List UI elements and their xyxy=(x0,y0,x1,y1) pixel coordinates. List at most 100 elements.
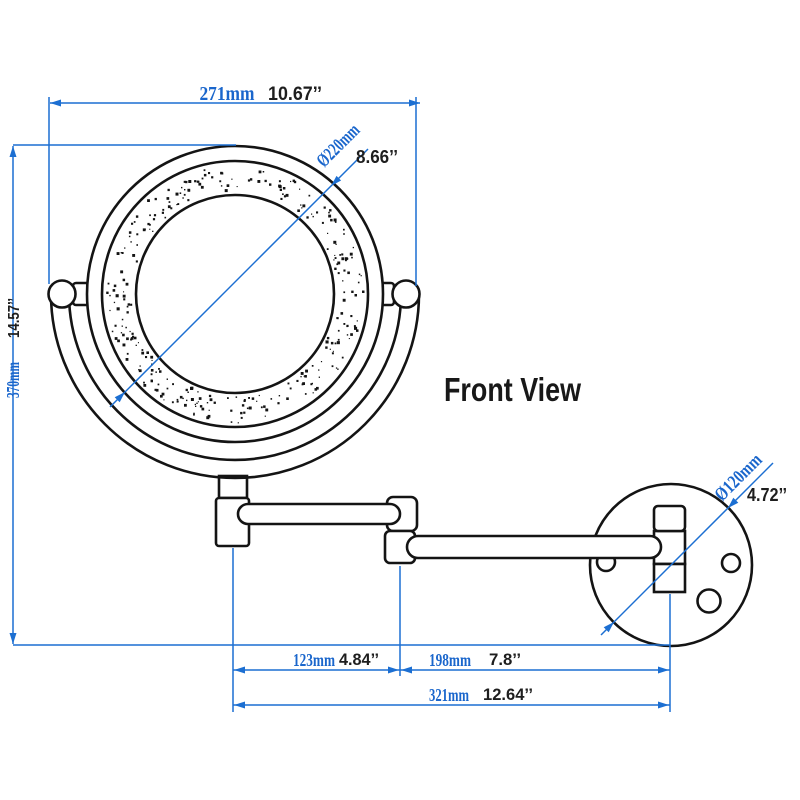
led-speckle-dot xyxy=(143,381,145,384)
led-speckle-dot xyxy=(357,281,360,284)
led-speckle-dot xyxy=(150,379,153,383)
led-speckle-dot xyxy=(314,388,318,391)
led-speckle-dot xyxy=(167,205,171,209)
led-speckle-dot xyxy=(300,204,302,206)
led-speckle-dot xyxy=(300,376,302,378)
led-speckle-dot xyxy=(106,291,109,294)
label-width-inch: 10.67’’ xyxy=(268,84,322,105)
led-speckle-dot xyxy=(177,203,180,205)
led-speckle-dot xyxy=(334,267,337,270)
led-speckle-dot xyxy=(187,199,190,202)
led-speckle-dot xyxy=(159,370,162,373)
led-speckle-dot xyxy=(127,303,130,306)
led-speckle-dot xyxy=(109,294,111,297)
led-speckle-dot xyxy=(121,252,124,254)
led-speckle-dot xyxy=(342,280,344,282)
led-speckle-dot xyxy=(334,342,337,345)
led-speckle-dot xyxy=(184,189,186,191)
led-speckle-dot xyxy=(236,186,238,188)
led-speckle-dot xyxy=(279,188,282,191)
mirror-stem xyxy=(217,474,249,500)
led-speckle-dot xyxy=(175,192,179,196)
led-speckle-dot xyxy=(147,222,150,226)
led-speckle-dot xyxy=(337,261,341,265)
led-speckle-dot xyxy=(350,315,353,318)
arrowhead xyxy=(409,99,420,107)
led-speckle-dot xyxy=(335,243,337,245)
led-speckle-dot xyxy=(293,180,297,184)
led-speckle-dot xyxy=(340,312,344,315)
led-speckle-dot xyxy=(301,207,303,209)
led-speckle-dot xyxy=(263,405,266,408)
led-speckle-dot xyxy=(138,369,140,371)
led-speckle-dot xyxy=(162,208,165,211)
led-speckle-dot xyxy=(346,325,348,328)
led-speckle-dot xyxy=(283,195,287,198)
led-speckle-dot xyxy=(287,382,290,385)
led-speckle-dot xyxy=(186,399,188,402)
led-speckle-dot xyxy=(303,375,305,377)
led-speckle-ring xyxy=(106,169,365,424)
led-speckle-dot xyxy=(312,392,314,394)
arrowhead xyxy=(50,99,61,107)
led-speckle-dot xyxy=(160,394,163,398)
led-speckle-dot xyxy=(190,386,194,390)
led-speckle-dot xyxy=(182,197,184,199)
label-width-mm: 271mm xyxy=(200,83,255,105)
led-speckle-dot xyxy=(231,178,233,180)
led-speckle-dot xyxy=(194,403,196,406)
wall-bracket-bottom xyxy=(652,562,687,594)
led-speckle-dot xyxy=(182,397,184,400)
led-speckle-dot xyxy=(179,192,182,194)
led-speckle-dot xyxy=(247,179,251,182)
led-speckle-dot xyxy=(206,416,210,420)
led-speckle-dot xyxy=(248,406,252,410)
led-speckle-dot xyxy=(130,241,132,243)
led-speckle-dot xyxy=(316,386,319,390)
led-speckle-dot xyxy=(264,179,267,183)
led-speckle-dot xyxy=(128,235,131,238)
label-height-inch: 14.57’’ xyxy=(6,298,23,338)
arrowhead xyxy=(658,666,669,674)
led-speckle-dot xyxy=(333,218,337,222)
led-speckle-dot xyxy=(341,253,344,256)
led-speckle-dot xyxy=(183,180,186,183)
led-speckle-dot xyxy=(330,218,333,222)
led-speckle-dot xyxy=(323,206,326,209)
led-speckle-dot xyxy=(196,402,198,404)
led-speckle-dot xyxy=(327,232,329,234)
led-speckle-dot xyxy=(193,412,195,415)
arrowhead xyxy=(603,622,614,633)
led-speckle-dot xyxy=(203,173,207,177)
led-speckle-dot xyxy=(211,176,214,179)
led-speckle-dot xyxy=(316,211,319,214)
led-speckle-dot xyxy=(337,272,340,275)
led-speckle-dot xyxy=(133,336,137,340)
led-speckle-dot xyxy=(116,307,120,311)
label-post-to-elbow-inch: 4.84’’ xyxy=(339,650,379,669)
led-speckle-dot xyxy=(133,221,136,223)
led-speckle-dot xyxy=(257,180,261,183)
led-speckle-dot xyxy=(166,378,168,380)
led-speckle-dot xyxy=(150,355,154,359)
led-speckle-dot xyxy=(235,396,238,398)
led-speckle-dot xyxy=(350,333,353,336)
led-speckle-dot xyxy=(330,341,334,345)
led-speckle-dot xyxy=(277,402,280,405)
led-speckle-dot xyxy=(331,352,334,355)
led-speckle-dot xyxy=(333,240,337,244)
yoke-outer-arc xyxy=(49,293,421,480)
led-speckle-dot xyxy=(343,269,346,272)
led-speckle-dot xyxy=(171,401,174,404)
led-speckle-dot xyxy=(125,326,127,329)
led-speckle-dot xyxy=(201,407,205,411)
label-post-to-elbow-mm: 123mm xyxy=(293,650,335,670)
led-speckle-dot xyxy=(123,298,126,301)
led-speckle-dot xyxy=(270,398,273,400)
led-speckle-dot xyxy=(150,369,154,372)
led-speckle-dot xyxy=(164,216,167,219)
led-speckle-dot xyxy=(113,284,117,288)
led-speckle-dot xyxy=(146,351,149,354)
led-speckle-dot xyxy=(125,358,129,361)
led-speckle-dot xyxy=(126,311,129,314)
